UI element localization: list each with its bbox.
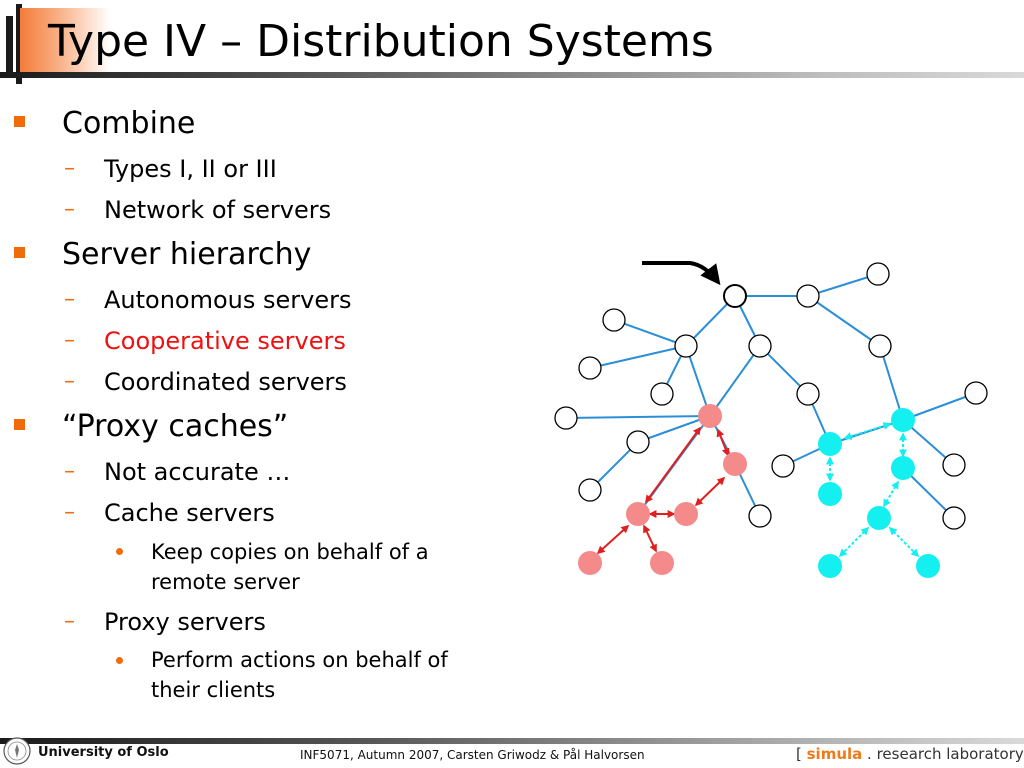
sub-item-not-accurate: Not accurate … — [104, 458, 291, 486]
server-node — [674, 334, 698, 358]
coordinated-node — [818, 554, 842, 578]
server-node — [796, 382, 820, 406]
title-accent — [0, 0, 26, 84]
server-node — [650, 382, 674, 406]
dot-marker — [116, 548, 123, 555]
server-node — [771, 454, 795, 478]
dot-marker — [116, 657, 123, 664]
server-node — [578, 478, 602, 502]
server-hierarchy-diagram — [554, 261, 988, 578]
sub-marker: – — [64, 156, 75, 181]
sub-marker: – — [64, 369, 75, 394]
server-node — [578, 356, 602, 380]
coordinated-node — [867, 506, 891, 530]
title-underline — [0, 72, 1024, 78]
link-lines — [565, 273, 977, 519]
coordinated-node — [916, 554, 940, 578]
bullet-combine: Combine — [62, 106, 196, 141]
footer-course-info: INF5071, Autumn 2007, Carsten Griwodz & … — [300, 748, 645, 762]
server-node — [796, 284, 820, 308]
sub-marker: – — [64, 609, 75, 634]
cooperative-node — [626, 502, 650, 526]
sub-item-coordinated: Coordinated servers — [104, 368, 347, 396]
slide-title: Type IV – Distribution Systems — [48, 16, 714, 67]
sub-sub-item-keep-copies: Keep copies on behalf of a remote server — [151, 540, 429, 594]
footer-university: University of Oslo — [38, 745, 169, 760]
server-node — [942, 506, 966, 530]
entry-arrow — [642, 261, 721, 286]
cooperative-nodes — [578, 404, 747, 575]
sub-marker: – — [64, 459, 75, 484]
cooperative-node — [578, 551, 602, 575]
bullet-marker — [14, 419, 25, 430]
bullet-marker — [14, 116, 25, 127]
server-node — [942, 453, 966, 477]
server-node — [866, 262, 890, 286]
coordinated-node — [891, 408, 915, 432]
sub-item-autonomous: Autonomous servers — [104, 286, 352, 314]
sub-marker: – — [64, 500, 75, 525]
server-node — [748, 334, 772, 358]
server-node — [626, 430, 650, 454]
sub-item-network: Network of servers — [104, 196, 332, 224]
sub-marker: – — [64, 328, 75, 353]
coordinated-node — [891, 456, 915, 480]
sub-item-cooperative: Cooperative servers — [104, 327, 346, 355]
footer-simula-logo: [ simula . research laboratory ] — [796, 745, 1024, 763]
coordinated-arrows — [826, 422, 920, 558]
sub-marker: – — [64, 197, 75, 222]
bullet-marker — [14, 247, 25, 258]
sub-sub-item-perform-actions: Perform actions on behalf of their clien… — [151, 648, 448, 702]
sub-item-cache-servers: Cache servers — [104, 499, 275, 527]
university-seal-icon — [3, 737, 31, 765]
server-node — [868, 334, 892, 358]
cooperative-node — [698, 404, 722, 428]
coordinated-node — [818, 432, 842, 456]
footer-bar — [0, 738, 1024, 744]
server-nodes — [554, 262, 988, 530]
cooperative-arrows — [596, 426, 730, 555]
cooperative-node — [674, 502, 698, 526]
sub-item-types: Types I, II or III — [104, 155, 277, 183]
server-node — [748, 504, 772, 528]
server-node — [964, 381, 988, 405]
server-node — [602, 308, 626, 332]
bullet-server-hierarchy: Server hierarchy — [62, 237, 312, 272]
server-node — [554, 406, 578, 430]
sub-item-proxy-servers: Proxy servers — [104, 608, 266, 636]
cooperative-node — [650, 551, 674, 575]
server-node — [723, 284, 747, 308]
title-glow — [20, 8, 110, 78]
sub-marker: – — [64, 287, 75, 312]
bullet-proxy-caches: “Proxy caches” — [62, 409, 289, 444]
coordinated-nodes — [818, 408, 940, 578]
coordinated-node — [818, 482, 842, 506]
cooperative-node — [723, 452, 747, 476]
